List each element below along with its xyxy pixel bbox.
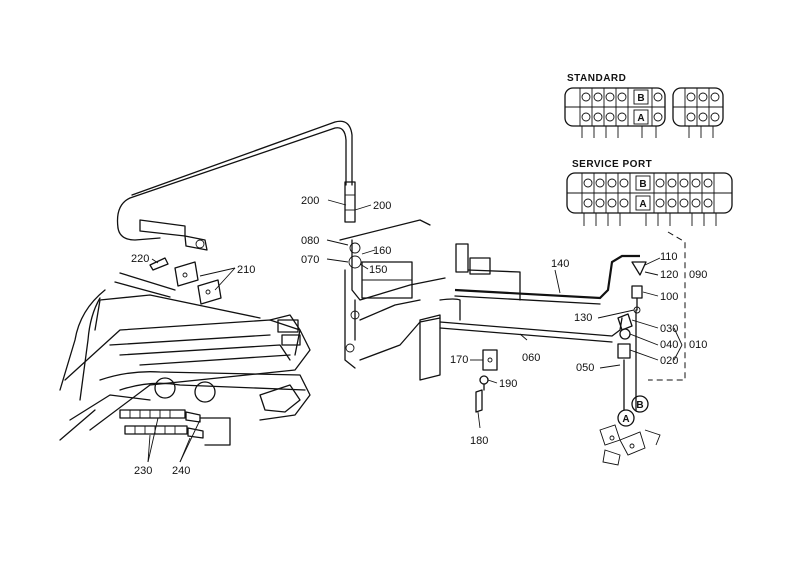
callout-030: 030 — [660, 323, 678, 335]
standard-port-a-marker: A — [637, 113, 644, 124]
part-170-190-180 — [475, 349, 498, 413]
callout-230: 230 — [134, 465, 152, 477]
callout-080: 080 — [301, 235, 319, 247]
callout-140: 140 — [551, 258, 569, 270]
overhead-hoses — [116, 120, 356, 241]
pipe-060 — [439, 317, 623, 343]
callout-090: 090 — [689, 269, 707, 281]
callout-120: 120 — [660, 269, 678, 281]
callout-010: 010 — [689, 339, 707, 351]
callout-150: 150 — [369, 264, 387, 276]
service-port-a-marker: A — [639, 199, 646, 210]
callout-020: 020 — [660, 355, 678, 367]
service-port-valve-bank: SERVICE PORT B A — [566, 159, 733, 226]
callout-050: 050 — [576, 362, 594, 374]
pipe-140 — [454, 254, 640, 305]
valve-body — [339, 219, 521, 381]
callout-220: 220 — [131, 253, 149, 265]
callout-labels: 200 200 080 160 070 150 140 110 120 090 … — [131, 195, 707, 477]
callout-060: 060 — [522, 352, 540, 364]
callout-170: 170 — [450, 354, 468, 366]
callout-200-left: 200 — [301, 195, 319, 207]
port-b-marker: B — [636, 400, 643, 411]
left-hose-runs — [59, 272, 176, 401]
leader-lines — [147, 199, 683, 463]
service-port-heading: SERVICE PORT — [572, 159, 652, 170]
callout-110: 110 — [660, 251, 678, 263]
callout-190: 190 — [499, 378, 517, 390]
loader-frame — [59, 294, 311, 441]
callout-070: 070 — [301, 254, 319, 266]
hose-couplers — [139, 219, 208, 251]
cylinder-hoses-230 — [119, 409, 188, 435]
callout-040: 040 — [660, 339, 678, 351]
port-a-marker: A — [622, 414, 629, 425]
fittings-090 — [631, 261, 647, 314]
callout-240: 240 — [172, 465, 190, 477]
callout-180: 180 — [470, 435, 488, 447]
fittings-010 — [617, 309, 637, 411]
standard-heading: STANDARD — [567, 73, 626, 84]
standard-port-b-marker: B — [637, 93, 644, 104]
clamp-plates-210 — [174, 261, 222, 305]
service-port-b-marker: B — [639, 179, 646, 190]
standard-valve-bank: STANDARD B A — [564, 73, 724, 138]
callout-200-right: 200 — [373, 200, 391, 212]
callout-130: 130 — [574, 312, 592, 324]
callout-100: 100 — [660, 291, 678, 303]
clip-220 — [149, 257, 169, 271]
callout-160: 160 — [373, 245, 391, 257]
ports-a-b: A B — [599, 395, 661, 466]
fittings-240 — [185, 411, 231, 446]
callout-210: 210 — [237, 264, 255, 276]
